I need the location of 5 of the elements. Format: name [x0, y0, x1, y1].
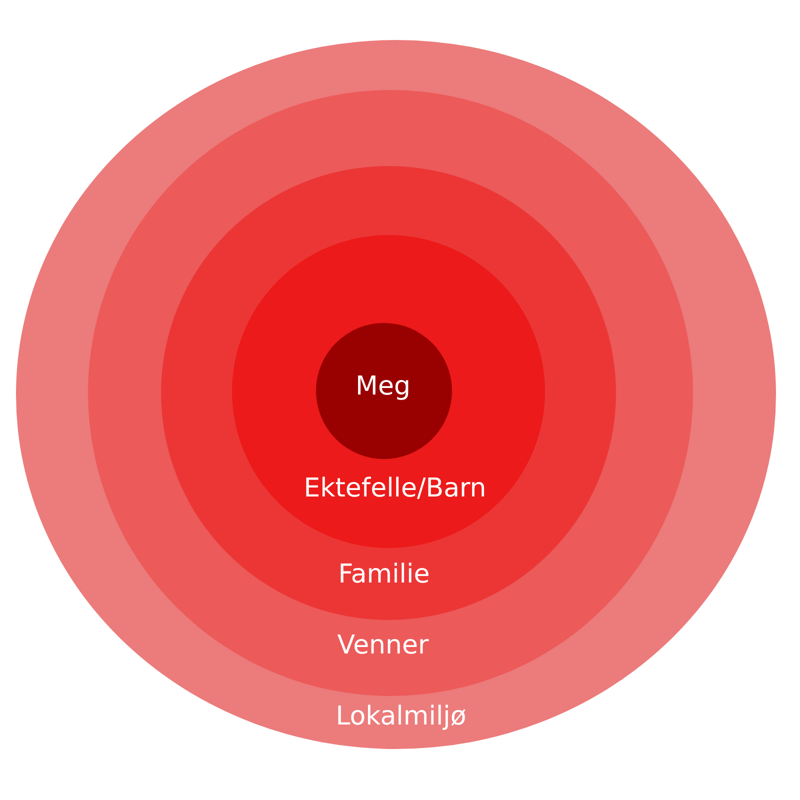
ring-label: Meg [356, 371, 410, 403]
ring-label: Familie [338, 559, 430, 591]
ring-label: Ektefelle/Barn [304, 473, 486, 505]
ring-label: Venner [337, 630, 429, 662]
ring-label: Lokalmiljø [336, 701, 466, 733]
